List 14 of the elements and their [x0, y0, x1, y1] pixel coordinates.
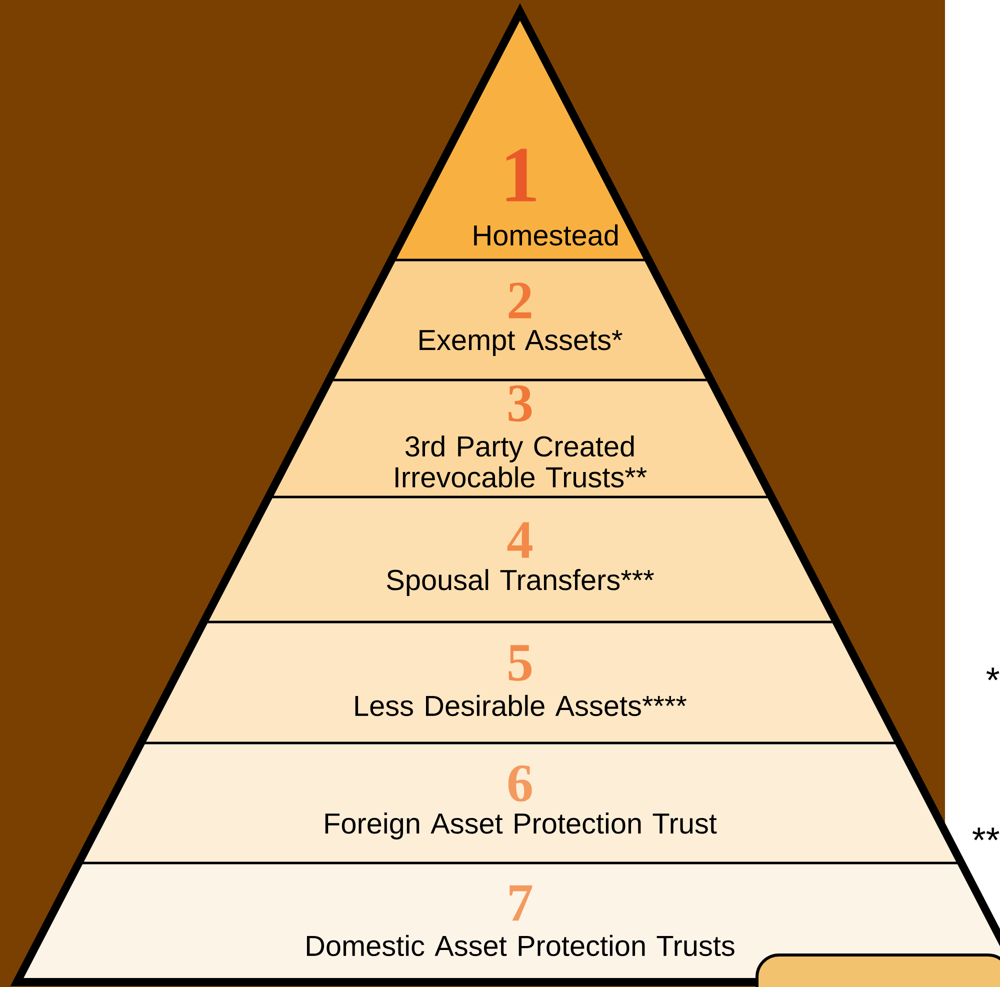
tier-number: 6 [508, 765, 532, 802]
footnote-mark: ** [972, 828, 1000, 840]
pyramid-tier: 3 3rd Party Created Irrevocable Trusts** [268, 380, 772, 497]
tier-number: 7 [510, 885, 532, 921]
footnote-mark: * [986, 668, 1000, 680]
pyramid-tier: 6 Foreign Asset Protection Trust [78, 743, 962, 863]
tier-number: 2 [508, 282, 532, 318]
pyramid-tier: 2 Exempt Assets* [329, 260, 711, 380]
pyramid-tier: 1 Homestead [391, 12, 649, 260]
tier-number: 4 [507, 522, 532, 558]
pyramid-tier: 4 Spousal Transfers*** [204, 497, 836, 622]
tier-number: 5 [508, 645, 532, 681]
tier-number: 3 [508, 385, 532, 422]
tier-number: 1 [506, 148, 536, 202]
